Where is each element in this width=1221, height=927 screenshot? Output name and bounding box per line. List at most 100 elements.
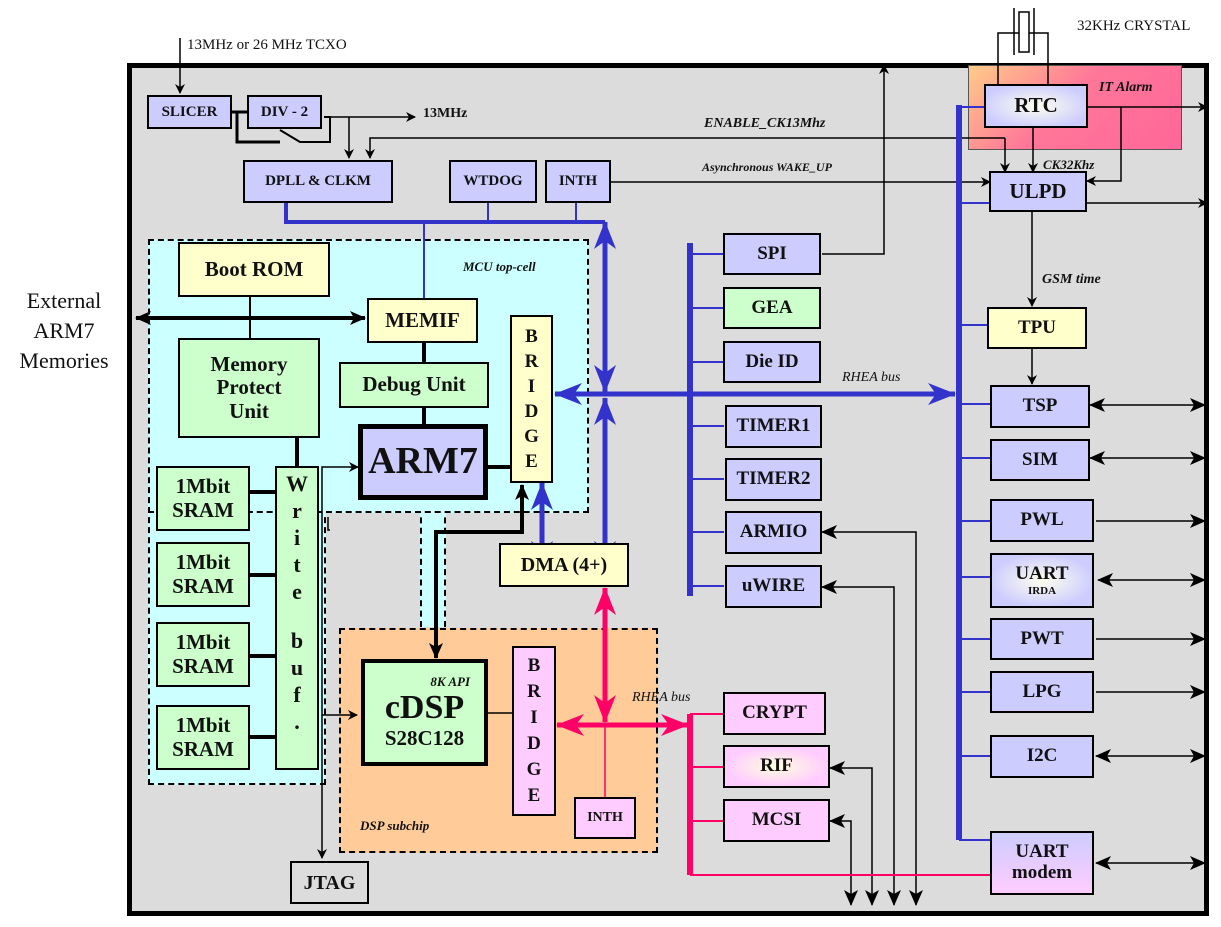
cdsp-block[interactable]: 8K API cDSP S28C128 [361,659,488,766]
peripheral-gea[interactable]: GEA [723,287,821,329]
peripheral-die-id[interactable]: Die ID [723,341,821,383]
gsm-time-label: GSM time [1042,272,1101,287]
write-buf-letter: b [290,628,304,653]
lpg-block[interactable]: LPG [990,671,1094,713]
rtc-block[interactable]: RTC [984,84,1088,128]
peripheral-mcsi[interactable]: MCSI [723,799,830,842]
ulpd-block[interactable]: ULPD [989,171,1087,212]
mcu-region-label: MCU top-cell [463,259,536,274]
uart-label: UART [1015,841,1069,863]
mpu-line: Memory [210,352,288,377]
peripheral-crypt[interactable]: CRYPT [723,692,826,735]
jtag-block[interactable]: JTAG [290,861,369,904]
mpu-line: Protect [216,375,282,400]
memif-block[interactable]: MEMIF [367,298,478,343]
div2-block[interactable]: DIV - 2 [247,95,322,129]
pwt-block[interactable]: PWT [990,618,1094,660]
peripheral-uwire[interactable]: uWIRE [725,565,822,608]
mcu-region-extension [420,507,446,627]
pwl-block[interactable]: PWL [990,499,1094,542]
mpu-line: Unit [229,398,269,423]
peripheral-rif[interactable]: RIF [723,745,830,788]
rhea-bus-dsp-label: RHEA bus [632,690,691,705]
write-buf-letter: . [294,709,300,734]
dsp-inth-block[interactable]: INTH [574,797,636,839]
write-buf-letter: e [292,579,302,604]
sram-type: SRAM [172,653,234,678]
bridge-letter: G [526,759,542,780]
tcxo-label: 13MHz or 26 MHz TCXO [187,37,347,53]
sram-size: 1Mbit [175,713,231,738]
out-13mhz-label: 13MHz [423,106,468,121]
slicer-block[interactable]: SLICER [147,95,232,129]
wtdog-block[interactable]: WTDOG [449,160,537,203]
enable-ck13-label: ENABLE_CK13Mhz [704,116,826,131]
api-label: 8K API [430,674,470,690]
tpu-block[interactable]: TPU [987,307,1087,349]
crystal-label: 32KHz CRYSTAL [1077,18,1191,34]
write-buf-letter: r [292,498,302,523]
it-alarm-label: IT Alarm [1099,80,1153,95]
write-buf-letter: u [290,655,304,680]
i2c-block[interactable]: I2C [990,735,1094,778]
ext-mem-line: ARM7 [33,318,95,343]
sram-type: SRAM [172,736,234,761]
bridge-letter: B [527,655,541,676]
write-buf-letter: i [293,525,301,550]
dma-block[interactable]: DMA (4+) [499,543,629,587]
uart-label: UART [1015,563,1069,584]
bridge-letter: D [524,401,539,422]
modem-label: modem [1011,862,1073,883]
sram-size: 1Mbit [175,550,231,575]
ck32-label: CK32Khz [1043,157,1095,172]
bridge-letter: R [527,681,541,702]
bridge-letter: R [524,351,539,372]
bridge-letter: I [530,707,538,728]
write-buf-letter: W [286,471,308,496]
irda-label: IRDA [1027,584,1057,597]
dsp-region-label: DSP subchip [360,818,430,833]
sram-size: 1Mbit [175,630,231,655]
bridge-letter: I [527,376,536,397]
debug-unit-block[interactable]: Debug Unit [339,362,489,408]
write-buf-letter: t [293,552,301,577]
bridge-letter: E [527,785,541,806]
async-wakeup-label: Asynchronous WAKE_UP [702,160,832,174]
cdsp-model-label: S28C128 [384,725,465,750]
dpll-clkm-block[interactable]: DPLL & CLKM [243,160,393,203]
sim-block[interactable]: SIM [990,439,1090,481]
bridge-letter: E [525,451,538,472]
ext-mem-line: Memories [19,348,109,373]
sram-type: SRAM [172,573,234,598]
boot-rom-block[interactable]: Boot ROM [178,242,330,297]
uart-irda-block[interactable]: UART IRDA [990,553,1094,608]
sram-type: SRAM [172,497,234,522]
peripheral-spi[interactable]: SPI [723,233,821,275]
write-buf-letter: f [293,682,301,707]
tsp-block[interactable]: TSP [990,385,1090,428]
sram-size: 1Mbit [175,474,231,499]
bridge-letter: B [525,326,538,347]
bridge-letter: G [524,426,539,447]
external-memories-label: External ARM7 Memories [8,286,120,376]
ext-mem-line: External [26,288,102,313]
uart-modem-block[interactable]: UART modem [990,831,1094,895]
bridge-letter: D [527,733,541,754]
rhea-bus-label: RHEA bus [842,370,901,385]
peripheral-armio[interactable]: ARMIO [725,511,822,554]
peripheral-timer2[interactable]: TIMER2 [725,458,822,501]
peripheral-timer1[interactable]: TIMER1 [725,405,822,448]
arm7-block[interactable]: ARM7 [358,424,488,500]
cdsp-label: cDSP [384,689,465,727]
inth-block[interactable]: INTH [545,160,611,203]
memory-protect-unit-block[interactable]: Memory Protect Unit [178,338,320,438]
